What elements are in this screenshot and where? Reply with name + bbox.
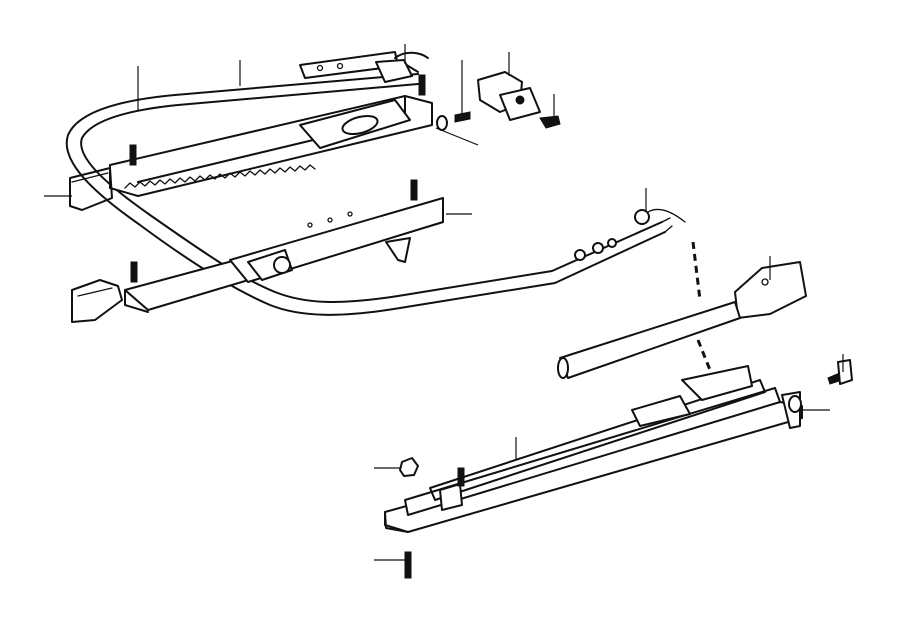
lower-rail-assembly [384,379,803,533]
lever [247,237,411,281]
callout-leaders [44,44,844,561]
stud [404,467,465,579]
rack-gear [124,99,411,189]
bolt [827,359,853,385]
connection-line [696,339,712,371]
stud [129,74,426,283]
washer [436,115,448,131]
return-spring [634,208,686,225]
seat-frame-tube [65,73,673,316]
nut [399,457,419,477]
bolt [454,111,561,129]
bracket [299,51,429,83]
connection-line [691,241,702,301]
nut [574,238,617,261]
adjuster-rod [557,261,807,379]
washer [788,395,802,413]
bracket [477,71,541,121]
